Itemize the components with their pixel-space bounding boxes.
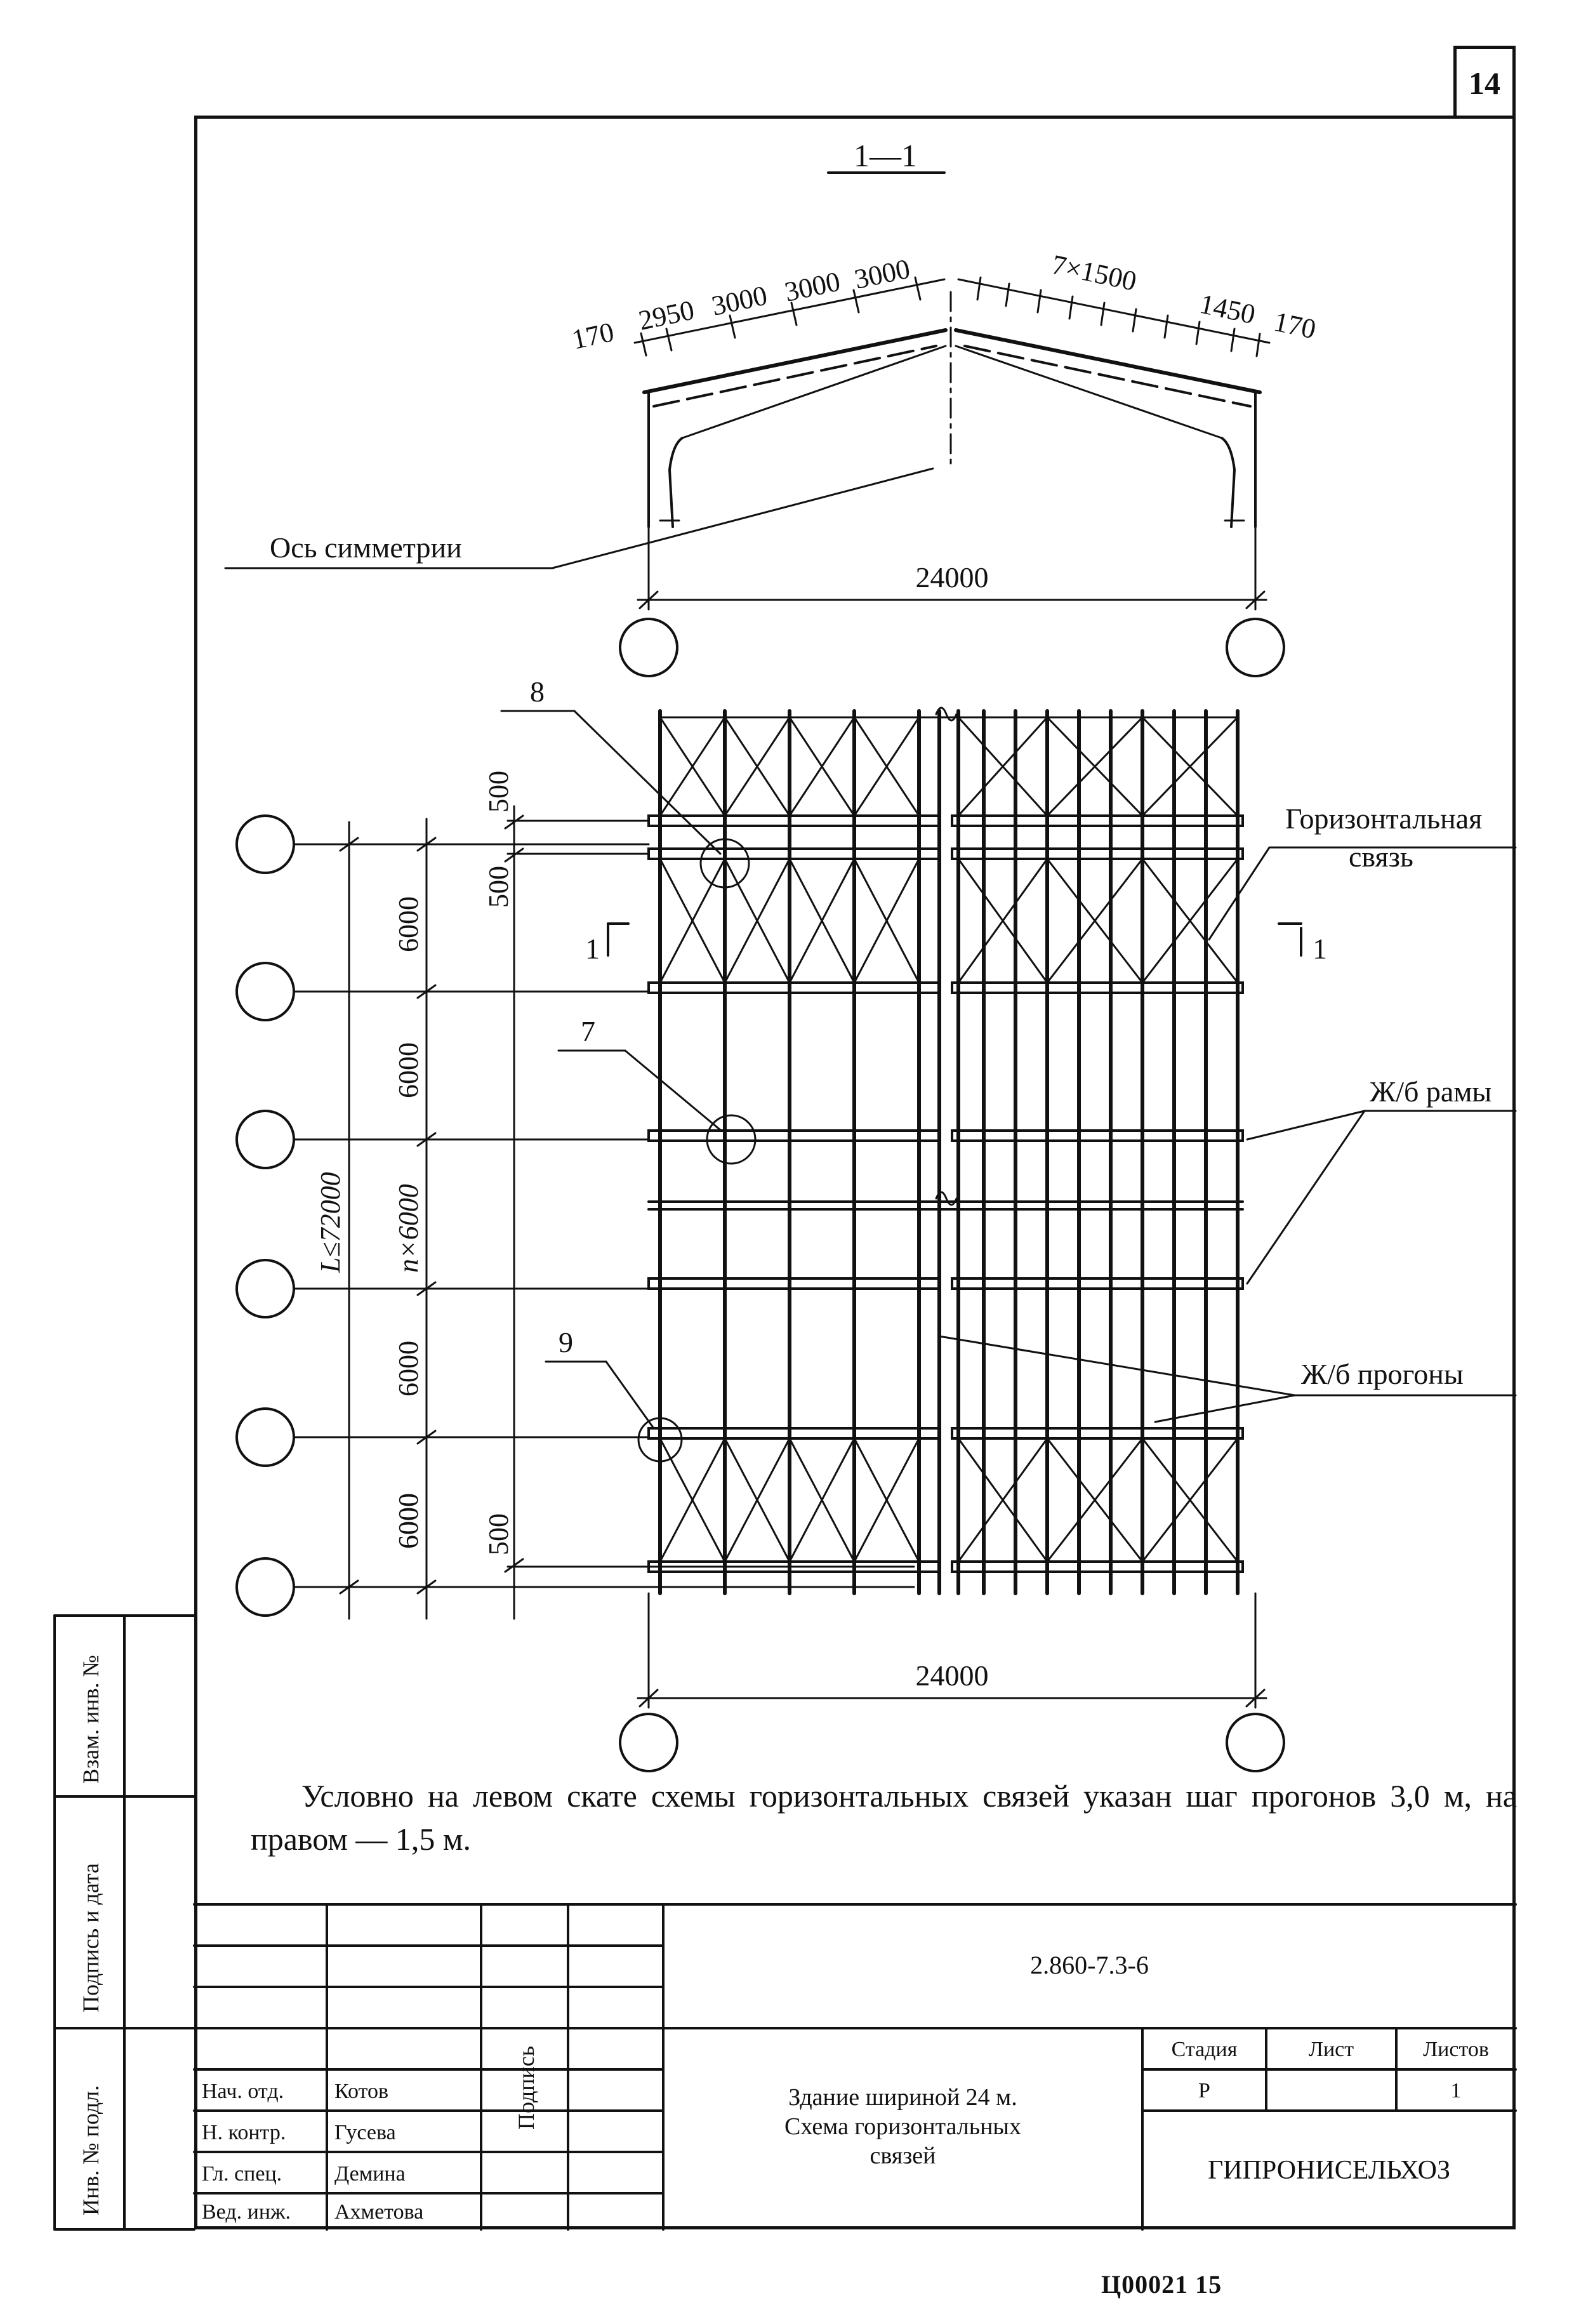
side-stamp-signature-date: Подпись и дата [78, 1863, 103, 2012]
name-1: Котов [334, 2080, 388, 2103]
name-2: Гусева [334, 2121, 396, 2144]
signature-header: Подпись [513, 2045, 539, 2130]
title-line-2: Схема горизонтальных [784, 2113, 1021, 2140]
n-dim: n×6000 [393, 1184, 424, 1273]
sheet-frame [194, 116, 1516, 2229]
edge-dim-2: 500 [483, 866, 514, 908]
section-span: 24000 [916, 561, 989, 594]
dim-left-1: 170 [569, 316, 617, 355]
dim-right-1: 7×1500 [1049, 249, 1139, 297]
cut-mark-left: 1 [585, 933, 600, 965]
dim-right-2: 1450 [1197, 288, 1258, 330]
plan-span: 24000 [916, 1659, 989, 1692]
edge-dim-1: 500 [483, 771, 514, 813]
symmetry-axis-label: Ось симметрии [270, 531, 462, 564]
plan-bracing: 6000 6000 6000 6000 n×6000 L≤72000 500 5… [235, 675, 1517, 1772]
dim-right-3: 170 [1271, 306, 1319, 345]
side-stamp-replaced-inv: Взам. инв. № [78, 1655, 103, 1784]
stage-value: Р [1198, 2079, 1210, 2102]
role-3: Гл. спец. [202, 2162, 282, 2186]
title-block-grid [53, 1614, 1517, 2231]
dim-left-5: 3000 [852, 253, 913, 295]
dim-left-2: 2950 [636, 295, 697, 336]
stage-header: Стадия [1171, 2038, 1238, 2061]
label-frames: Ж/б рамы [1370, 1075, 1491, 1108]
label-horizontal-bracing-2: связь [1349, 840, 1413, 873]
organization: ГИПРОНИСЕЛЬХОЗ [1207, 2156, 1451, 2185]
name-4: Ахметова [334, 2200, 424, 2224]
title-line-1: Здание шириной 24 м. [788, 2084, 1017, 2111]
callout-7: 7 [581, 1015, 595, 1047]
section-1-1: 1—1 Ось симметрии [224, 138, 1319, 677]
label-horizontal-bracing-1: Горизонтальная [1285, 802, 1482, 835]
dim-left-3: 3000 [709, 280, 770, 322]
drawing-note: Условно на левом скате схемы горизонталь… [251, 1778, 1517, 1857]
edge-dim-3: 500 [483, 1513, 514, 1555]
section-title: 1—1 [854, 138, 917, 173]
side-stamp-original-inv: Инв. № подл. [78, 2085, 103, 2215]
bay-dim-4: 6000 [393, 1493, 424, 1549]
role-2: Н. контр. [202, 2121, 286, 2144]
sheets-value: 1 [1450, 2079, 1462, 2102]
page-number: 14 [1453, 46, 1516, 116]
callout-8: 8 [530, 675, 545, 708]
sheets-header: Листов [1423, 2038, 1489, 2061]
role-1: Нач. отд. [202, 2080, 284, 2103]
footer-code: Ц00021 15 [1101, 2270, 1222, 2299]
l-dim: L≤72000 [315, 1172, 346, 1273]
name-3: Демина [334, 2162, 406, 2186]
title-line-3: связей [870, 2142, 936, 2169]
bay-dim-2: 6000 [393, 1042, 424, 1098]
bay-dim-3: 6000 [393, 1341, 424, 1397]
sheet-header: Лист [1308, 2038, 1354, 2061]
bay-dim-1: 6000 [393, 896, 424, 952]
callout-9: 9 [559, 1326, 573, 1358]
cut-mark-right: 1 [1313, 933, 1327, 965]
label-purlins: Ж/б прогоны [1301, 1358, 1464, 1390]
role-4: Вед. инж. [202, 2200, 291, 2224]
doc-code: 2.860-7.3-6 [1030, 1951, 1149, 1979]
